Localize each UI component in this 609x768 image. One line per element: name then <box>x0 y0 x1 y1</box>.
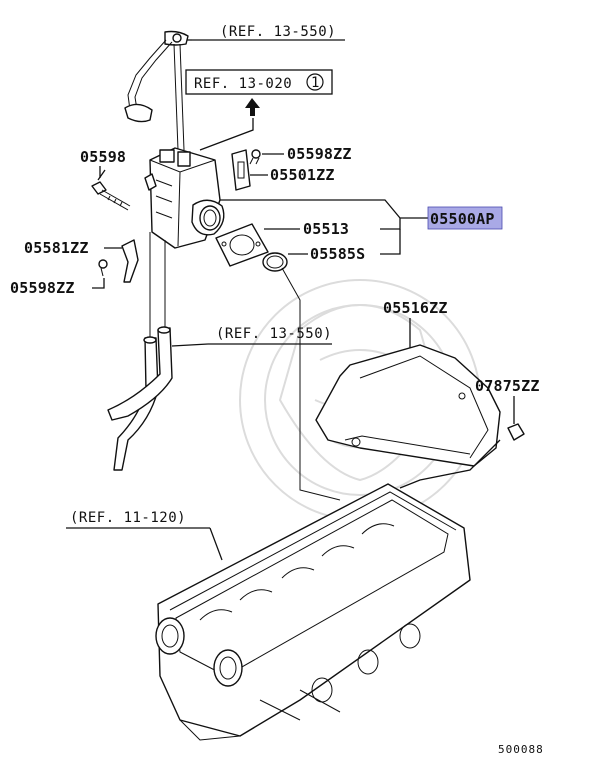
ref-13-550-mid-label[interactable]: (REF. 13-550) <box>216 326 332 342</box>
part-label-05513[interactable]: 05513 <box>303 220 349 238</box>
part-label-05598zz-top[interactable]: 05598ZZ <box>287 145 352 163</box>
part-highlight-05500ap <box>427 206 503 230</box>
cover-05516zz <box>315 318 501 467</box>
plate-05501zz <box>231 149 268 191</box>
part-label-05500ap[interactable]: 05500AP <box>430 210 495 228</box>
ref-13-550-top: (REF. 13-550) <box>171 24 345 45</box>
ref-11-120: (REF. 11-120) <box>66 510 223 561</box>
upper-hose-bracket <box>124 30 189 151</box>
bolt-07875zz <box>399 396 525 489</box>
part-label-05516zz[interactable]: 05516ZZ <box>383 299 448 317</box>
ref-13-020-circle-number: 1 <box>311 75 320 91</box>
part-label-05581zz[interactable]: 05581ZZ <box>24 239 89 257</box>
ref-13-020-label: REF. 13-020 <box>194 76 292 92</box>
oring-05585s <box>262 252 341 501</box>
part-label-05598[interactable]: 05598 <box>80 148 126 166</box>
small-bolt-05598zz-left <box>92 259 108 289</box>
part-label-05598zz-left[interactable]: 05598ZZ <box>10 279 75 297</box>
bracket-05581zz <box>104 239 139 283</box>
figure-number: 500088 <box>498 743 544 756</box>
ref-13-550-mid: (REF. 13-550) <box>171 326 332 347</box>
cylinder-head <box>155 483 471 741</box>
bolt-05598 <box>91 169 131 211</box>
part-label-05585s[interactable]: 05585S <box>310 245 365 263</box>
ref-11-120-label[interactable]: (REF. 11-120) <box>70 510 186 526</box>
small-bolt-05598zz-top <box>249 149 284 165</box>
valve-assembly <box>144 147 225 249</box>
ref-13-020-box[interactable]: REF. 13-020 1 <box>185 69 333 95</box>
ref-circle-icon <box>306 73 324 91</box>
part-label-05501zz[interactable]: 05501ZZ <box>270 166 335 184</box>
part-label-07875zz[interactable]: 07875ZZ <box>475 377 540 395</box>
gasket-05513 <box>215 223 300 267</box>
vacuum-hoses <box>107 232 173 471</box>
assembly-bracket <box>220 199 428 255</box>
ref-13-550-top-label[interactable]: (REF. 13-550) <box>220 24 336 40</box>
arrow-up-icon <box>199 98 260 151</box>
